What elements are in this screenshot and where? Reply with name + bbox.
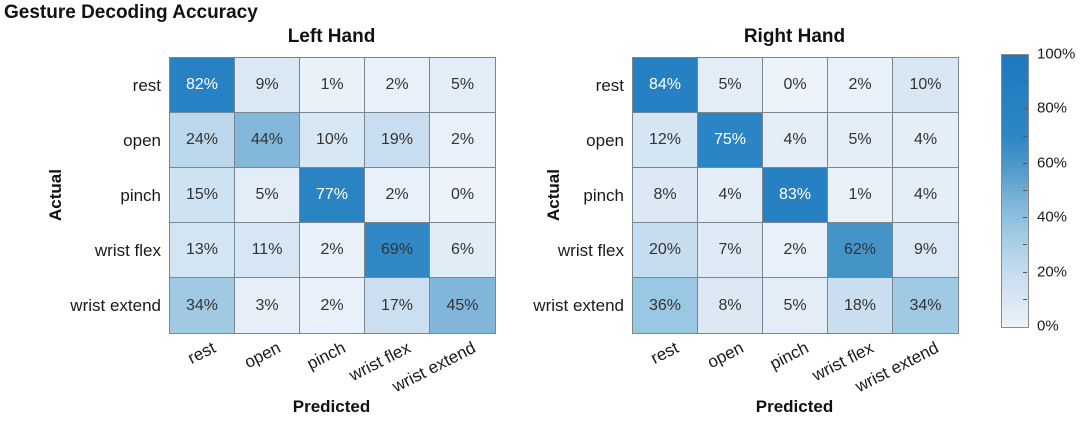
matrix-cell: 44% [235,113,300,168]
matrix-cell: 4% [763,113,828,168]
colorbar-minor-tick [1023,217,1027,219]
matrix-cell: 4% [893,168,958,223]
confusion-matrix-left-hand: 82%9%1%2%5%24%44%10%19%2%15%5%77%2%0%13%… [169,57,496,334]
matrix-cell: 75% [698,113,763,168]
row-label: wrist flex [94,240,161,260]
matrix-cell: 6% [430,223,495,278]
colorbar-minor-tick [1023,190,1027,191]
matrix-cell: 12% [633,113,698,168]
y-axis-label: Actual [46,168,65,221]
row-label: rest [595,75,624,95]
colorbar-tick-label: 100% [1037,45,1076,63]
matrix-cell: 7% [698,223,763,278]
matrix-cell: 69% [365,223,430,278]
matrix-cell: 4% [698,168,763,223]
figure-title: Gesture Decoding Accuracy [4,2,258,23]
matrix-cell: 2% [430,113,495,168]
matrix-cell: 83% [763,168,828,223]
colorbar-minor-tick [1023,244,1027,246]
x-axis-label: Predicted [292,397,371,416]
matrix-cell: 62% [828,223,893,278]
matrix-cell: 5% [828,113,893,168]
matrix-cell: 9% [893,223,958,278]
matrix-cell: 10% [893,58,958,113]
panel-title-right-hand: Right Hand [743,26,846,47]
matrix-cell: 1% [828,168,893,223]
colorbar-tick-label: 80% [1037,99,1068,117]
matrix-cell: 8% [698,278,763,333]
matrix-cell: 5% [698,58,763,113]
row-label: wrist extend [70,295,161,315]
colorbar-minor-tick [1023,81,1027,83]
colorbar [1001,54,1029,328]
colorbar-tick-label: 0% [1037,317,1059,335]
matrix-cell: 2% [365,58,430,113]
row-label: wrist extend [533,295,624,315]
matrix-cell: 82% [170,58,235,113]
matrix-cell: 5% [763,278,828,333]
matrix-cell: 5% [235,168,300,223]
x-axis-label: Predicted [755,397,834,416]
row-label: open [586,130,624,150]
matrix-cell: 9% [235,58,300,113]
matrix-cell: 20% [633,223,698,278]
colorbar-minor-tick [1023,135,1027,137]
matrix-cell: 77% [300,168,365,223]
matrix-cell: 34% [170,278,235,333]
matrix-cell: 2% [300,223,365,278]
matrix-cell: 2% [365,168,430,223]
matrix-cell: 2% [300,278,365,333]
matrix-cell: 18% [828,278,893,333]
panel-title-left-hand: Left Hand [287,26,376,47]
row-label: pinch [583,185,624,205]
matrix-cell: 5% [430,58,495,113]
matrix-cell: 13% [170,223,235,278]
matrix-cell: 0% [763,58,828,113]
colorbar-minor-tick [1023,162,1027,164]
colorbar-tick-label: 60% [1037,154,1068,172]
colorbar-tick-label: 40% [1037,208,1068,226]
row-label: wrist flex [557,240,624,260]
y-axis-label: Actual [544,168,563,221]
matrix-cell: 1% [300,58,365,113]
matrix-cell: 4% [893,113,958,168]
matrix-cell: 2% [763,223,828,278]
matrix-cell: 3% [235,278,300,333]
matrix-cell: 15% [170,168,235,223]
matrix-cell: 24% [170,113,235,168]
matrix-cell: 84% [633,58,698,113]
colorbar-tick-label: 20% [1037,263,1068,281]
matrix-cell: 17% [365,278,430,333]
matrix-cell: 11% [235,223,300,278]
matrix-cell: 19% [365,113,430,168]
matrix-cell: 8% [633,168,698,223]
row-label: pinch [120,185,161,205]
colorbar-minor-tick [1023,271,1027,273]
matrix-cell: 10% [300,113,365,168]
row-label: rest [132,75,161,95]
colorbar-minor-tick [1023,298,1027,300]
row-label: open [123,130,161,150]
matrix-cell: 34% [893,278,958,333]
matrix-cell: 45% [430,278,495,333]
matrix-cell: 0% [430,168,495,223]
matrix-cell: 36% [633,278,698,333]
confusion-matrix-right-hand: 84%5%0%2%10%12%75%4%5%4%8%4%83%1%4%20%7%… [632,57,959,334]
matrix-cell: 2% [828,58,893,113]
colorbar-minor-tick [1023,108,1027,110]
